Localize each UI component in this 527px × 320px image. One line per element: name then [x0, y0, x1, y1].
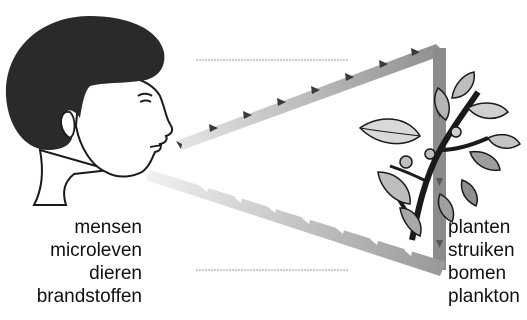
label-plankton: plankton — [448, 285, 520, 308]
consumer-label-list: mensen microleven dieren brandstoffen — [37, 216, 142, 308]
human-head-icon — [6, 16, 172, 205]
label-mensen: mensen — [37, 216, 142, 239]
label-brandstoffen: brandstoffen — [37, 285, 142, 308]
label-bomen: bomen — [448, 262, 520, 285]
label-planten: planten — [448, 216, 520, 239]
label-dieren: dieren — [37, 262, 142, 285]
label-struiken: struiken — [448, 239, 520, 262]
label-microleven: microleven — [37, 239, 142, 262]
producer-label-list: planten struiken bomen plankton — [448, 216, 520, 308]
